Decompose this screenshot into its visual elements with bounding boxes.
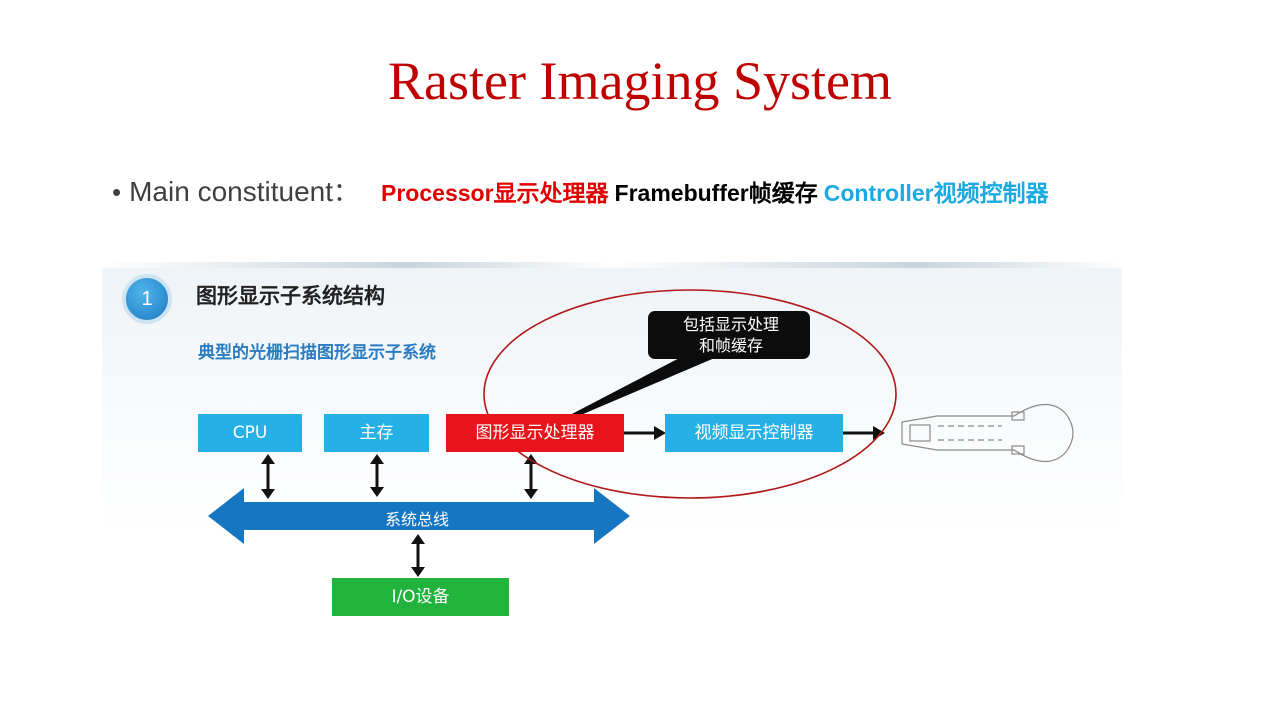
- io-device-box: I/O设备: [332, 578, 509, 616]
- processor-to-controller-arrow: [624, 426, 666, 440]
- step-number-badge: 1: [122, 274, 172, 324]
- diagram-graphics: [208, 289, 1074, 577]
- callout-line: 包括显示处理: [682, 315, 779, 334]
- controller-term: Controller视频控制器: [823, 180, 1049, 206]
- system-bus-arrow: [208, 488, 630, 544]
- subsystem-diagram: 1 图形显示子系统结构 典型的光栅扫描图形显示子系统 包括显示处理 和帧缓存 C…: [102, 262, 1122, 658]
- section-subheading: 典型的光栅扫描图形显示子系统: [198, 343, 436, 363]
- video-controller-box: 视频显示控制器: [665, 414, 843, 452]
- callout-text: 包括显示处理 和帧缓存: [650, 314, 812, 356]
- processor-term: Processor显示处理器: [381, 180, 609, 206]
- display-processor-box: 图形显示处理器: [446, 414, 624, 452]
- highlight-ellipse: [483, 289, 897, 499]
- framebuffer-term: Framebuffer帧缓存: [614, 180, 818, 206]
- crt-tube-icon: [901, 403, 1074, 463]
- callout-bubble: [648, 311, 810, 359]
- bullet-colon: ：: [333, 177, 360, 207]
- bullet-lead: Main constituent: [129, 176, 333, 207]
- decorative-strip: [102, 262, 1122, 268]
- slide-title: Raster Imaging System: [388, 51, 892, 111]
- io-bus-arrow: [411, 534, 425, 577]
- controller-to-display-arrow: [843, 426, 885, 440]
- system-bus-label: 系统总线: [384, 510, 449, 529]
- cpu-box: CPU: [198, 414, 302, 452]
- cpu-bus-arrow: [261, 454, 275, 499]
- callout-line: 和帧缓存: [698, 336, 763, 355]
- memory-bus-arrow: [370, 454, 384, 497]
- main-memory-box: 主存: [324, 414, 429, 452]
- section-heading: 图形显示子系统结构: [196, 284, 385, 308]
- bullet-dot-icon: •: [112, 177, 122, 207]
